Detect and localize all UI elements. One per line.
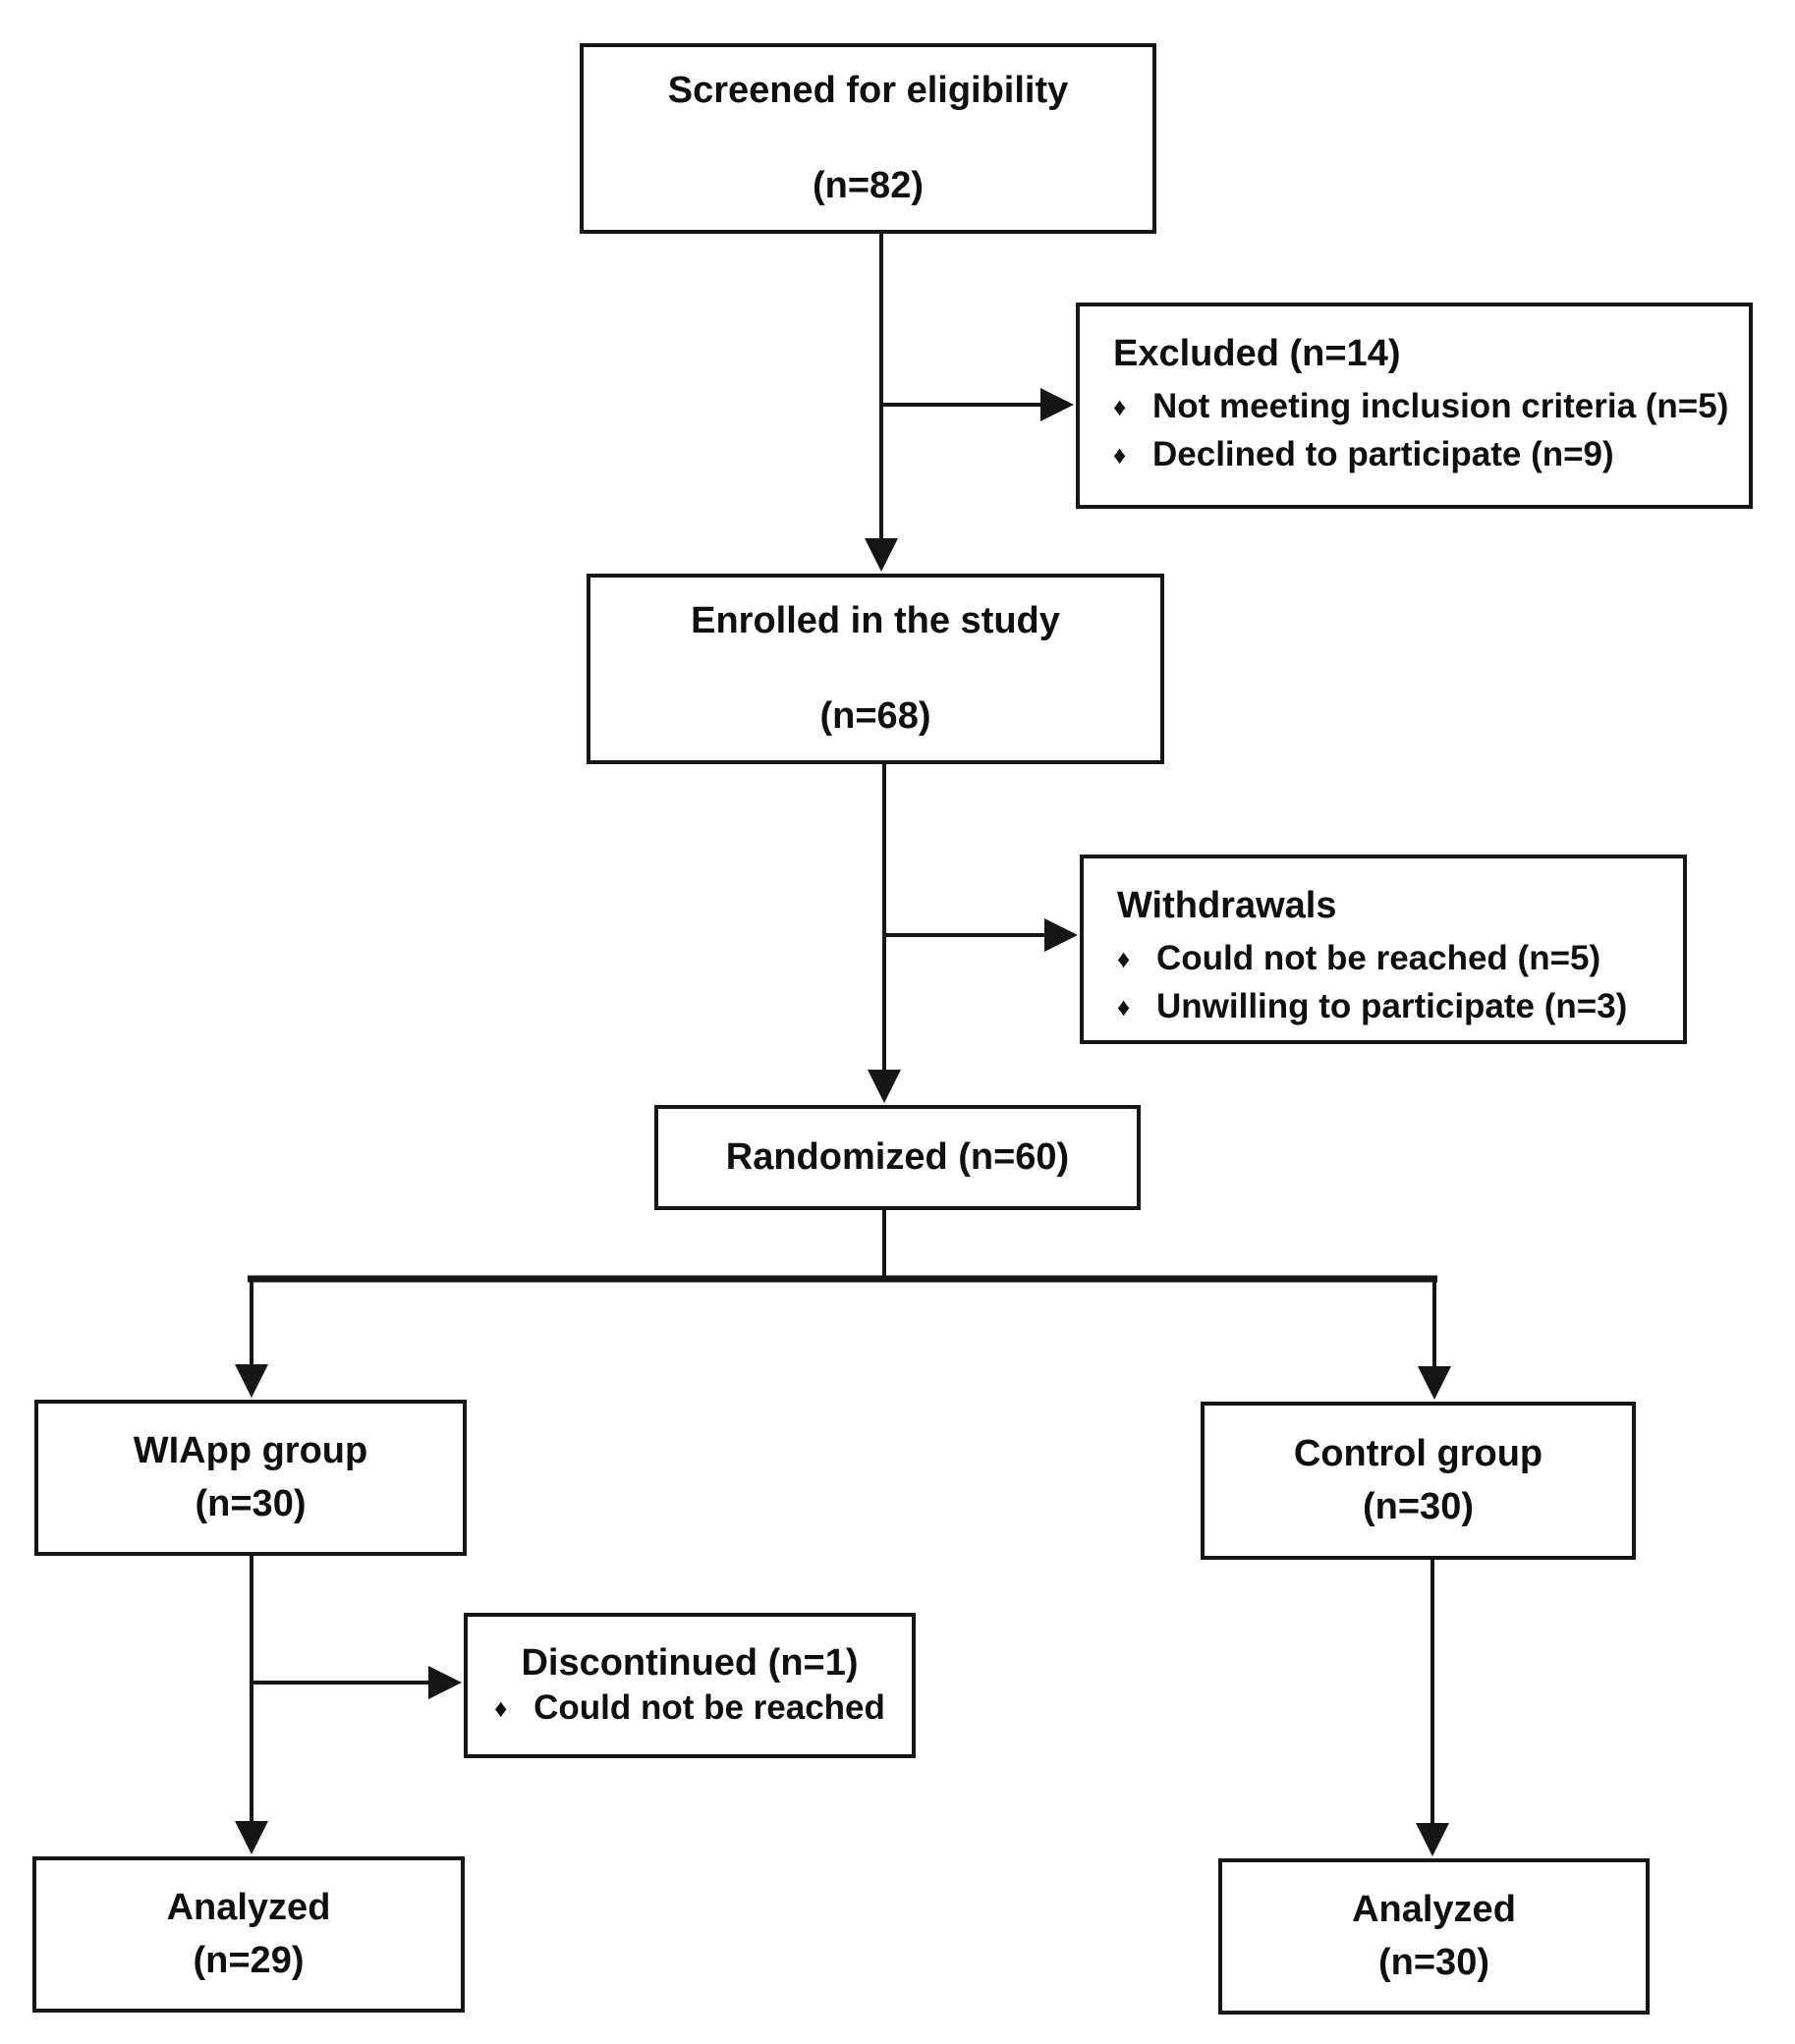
arrowhead-right-withdrawals (1044, 918, 1078, 952)
bullet-item-label: Declined to participate (n=9) (1152, 434, 1614, 473)
bullet-item: ♦ Not meeting inclusion criteria (n=5) (1113, 382, 1731, 430)
node-screened-title: Screened for eligibility (667, 69, 1069, 111)
node-excluded-title: Excluded (n=14) (1113, 333, 1401, 374)
node-excluded: Excluded (n=14) ♦ Not meeting inclusion … (1076, 303, 1753, 509)
node-analyzed-control: Analyzed (n=30) (1218, 1858, 1650, 2015)
node-withdrawals: Withdrawals ♦ Could not be reached (n=5)… (1080, 855, 1687, 1044)
node-discontinued-title: Discontinued (n=1) (521, 1642, 859, 1684)
arrowhead-down-enrolled (865, 538, 898, 572)
arrowhead-down-wiapp (235, 1364, 268, 1398)
bullet-item-label: Not meeting inclusion criteria (n=5) (1152, 386, 1729, 425)
node-screened-count: (n=82) (813, 165, 924, 206)
node-enrolled-count: (n=68) (819, 695, 931, 737)
node-analyzed-wiapp-title: Analyzed (166, 1887, 331, 1928)
arrowhead-down-control (1418, 1366, 1451, 1400)
node-wiapp-group-title: WIApp group (133, 1430, 368, 1471)
arrowhead-down-analyzed-wiapp (235, 1821, 268, 1854)
node-analyzed-control-count: (n=30) (1378, 1941, 1489, 1983)
arrowhead-right-discontinued (428, 1666, 462, 1699)
diamond-bullet-icon: ♦ (1117, 943, 1131, 973)
bullet-item: ♦ Could not be reached (n=5) (1117, 934, 1665, 982)
node-discontinued: Discontinued (n=1) ♦ Could not be reache… (464, 1613, 916, 1758)
node-randomized: Randomized (n=60) (654, 1105, 1141, 1210)
bullet-item: ♦ Could not be reached (494, 1686, 885, 1730)
node-control-group-count: (n=30) (1363, 1485, 1474, 1527)
node-analyzed-wiapp-count: (n=29) (193, 1939, 305, 1981)
bullet-item: ♦ Declined to participate (n=9) (1113, 430, 1731, 478)
node-enrolled-title: Enrolled in the study (691, 599, 1060, 641)
diamond-bullet-icon: ♦ (494, 1693, 508, 1723)
node-control-group: Control group (n=30) (1201, 1402, 1636, 1560)
node-control-group-title: Control group (1293, 1433, 1543, 1474)
node-wiapp-group: WIApp group (n=30) (34, 1400, 467, 1556)
diamond-bullet-icon: ♦ (1113, 391, 1127, 421)
bullet-item-label: Could not be reached (533, 1688, 885, 1727)
bullet-item: ♦ Unwilling to participate (n=3) (1117, 982, 1665, 1030)
bullet-item-label: Could not be reached (n=5) (1156, 938, 1601, 977)
node-analyzed-control-title: Analyzed (1352, 1889, 1516, 1930)
diamond-bullet-icon: ♦ (1117, 991, 1131, 1022)
arrowhead-down-randomized (868, 1070, 901, 1103)
node-randomized-title: Randomized (n=60) (725, 1135, 1070, 1178)
diamond-bullet-icon: ♦ (1113, 439, 1127, 470)
arrowhead-right-excluded (1040, 388, 1074, 421)
node-enrolled: Enrolled in the study (n=68) (587, 574, 1164, 764)
bullet-item-label: Unwilling to participate (n=3) (1156, 986, 1628, 1025)
node-screened: Screened for eligibility (n=82) (580, 43, 1156, 234)
node-wiapp-group-count: (n=30) (195, 1482, 307, 1524)
node-analyzed-wiapp: Analyzed (n=29) (32, 1856, 465, 2013)
arrowhead-down-analyzed-control (1416, 1823, 1449, 1856)
node-withdrawals-title: Withdrawals (1117, 885, 1337, 926)
